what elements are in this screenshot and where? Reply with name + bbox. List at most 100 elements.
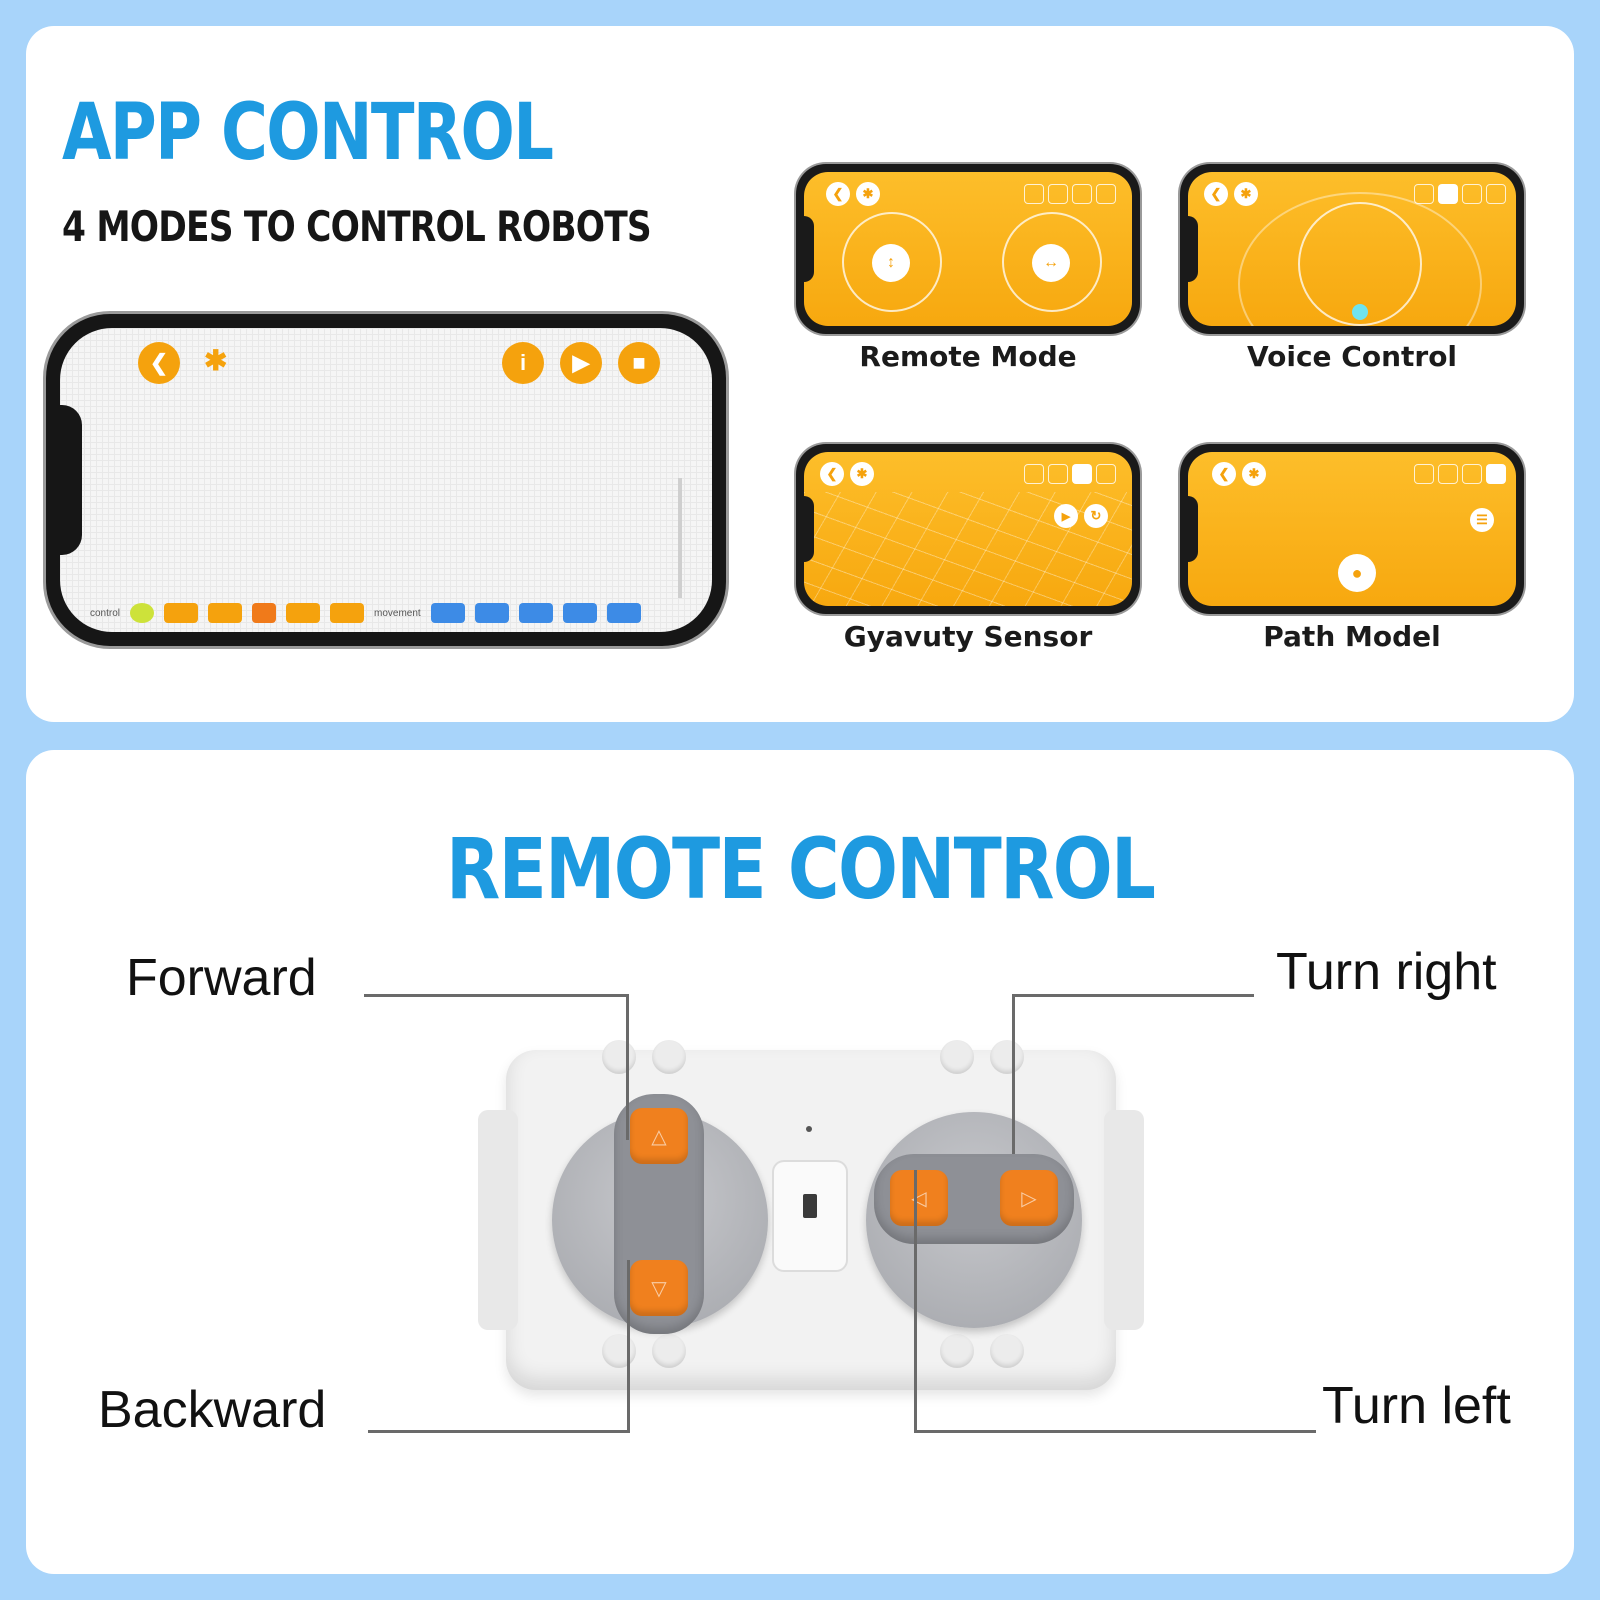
up-down-joystick-icon[interactable]: ↕: [872, 244, 910, 282]
left-side-wing: [478, 1110, 518, 1330]
flag-block[interactable]: [130, 603, 155, 623]
move-down-block[interactable]: [474, 603, 509, 623]
phone-notch: [804, 216, 814, 282]
phone-notch: [1188, 216, 1198, 282]
mode-icon[interactable]: [1438, 464, 1458, 484]
movement-category-label[interactable]: movement: [374, 607, 421, 619]
bluetooth-icon[interactable]: ✱: [1242, 462, 1266, 486]
sound-block[interactable]: [330, 603, 365, 623]
mode-icon[interactable]: [1024, 464, 1044, 484]
play-icon[interactable]: ▶: [560, 342, 602, 384]
indicator-pinhole: [806, 1126, 812, 1132]
stud: [990, 1040, 1024, 1074]
mode-icon-active[interactable]: [1072, 464, 1092, 484]
turn-right-leader-line: [1012, 994, 1254, 997]
turn-left-label: Turn left: [1322, 1377, 1511, 1435]
path-mode-phone: ❮ ✱ ▶ ↻: [796, 444, 1140, 614]
mode-icon[interactable]: [1486, 184, 1506, 204]
remote-mode-screen: ❮ ✱ ↕ ↔: [804, 172, 1132, 326]
backward-label: Backward: [98, 1381, 327, 1439]
phone-notch: [1188, 496, 1198, 562]
info-icon[interactable]: i: [502, 342, 544, 384]
loop-block[interactable]: [164, 603, 199, 623]
back-icon[interactable]: ❮: [138, 342, 180, 384]
remote-mode-phone: ❮ ✱ ↕ ↔: [796, 164, 1140, 334]
backward-button[interactable]: ▽: [630, 1260, 688, 1316]
phone-notch: [60, 405, 82, 555]
repeat-block[interactable]: [208, 603, 243, 623]
path-map-lines: [804, 492, 1132, 606]
mode-icon[interactable]: [1414, 184, 1434, 204]
bluetooth-icon[interactable]: ✱: [856, 182, 880, 206]
forward-leader-line: [364, 994, 628, 997]
move-up-block[interactable]: [430, 603, 465, 623]
play-icon[interactable]: ▶: [1054, 504, 1078, 528]
back-icon[interactable]: ❮: [820, 462, 844, 486]
mode-icon[interactable]: [1096, 184, 1116, 204]
voice-mode-phone: ❮ ✱ ☰ ●: [1180, 444, 1524, 614]
mode-icon[interactable]: [1414, 464, 1434, 484]
mode-icon-active[interactable]: [1438, 184, 1458, 204]
path-model-caption: Path Model: [1263, 620, 1441, 653]
mode-icon[interactable]: [1462, 184, 1482, 204]
forward-label: Forward: [126, 949, 317, 1007]
bluetooth-icon[interactable]: ✱: [1234, 182, 1258, 206]
forward-leader-line-vertical: [626, 994, 629, 1140]
backward-leader-line-vertical: [627, 1260, 630, 1432]
stud: [602, 1040, 636, 1074]
turn-right-button[interactable]: ▷: [1000, 1170, 1058, 1226]
save-icon[interactable]: ■: [618, 342, 660, 384]
move-right-block[interactable]: [562, 603, 597, 623]
mode-icon[interactable]: [1024, 184, 1044, 204]
mode-icon[interactable]: [1048, 184, 1068, 204]
mode-icon[interactable]: [1072, 184, 1092, 204]
microphone-icon[interactable]: ●: [1338, 554, 1376, 592]
left-right-joystick-icon[interactable]: ↔: [1032, 244, 1070, 282]
right-joystick-ring: [1002, 212, 1102, 312]
control-category-label[interactable]: control: [90, 607, 121, 619]
coding-app-screen: ❮ ✱ i ▶ ■ control movement: [60, 328, 712, 632]
remote-controller: △ ▽ ◁ ▷: [478, 1040, 1144, 1390]
speed-block[interactable]: [606, 603, 641, 623]
bluetooth-icon[interactable]: ✱: [850, 462, 874, 486]
power-switch[interactable]: [803, 1194, 817, 1218]
gravity-sensor-caption: Gyavuty Sensor: [843, 620, 1093, 653]
stud: [652, 1334, 686, 1368]
back-icon[interactable]: ❮: [1204, 182, 1228, 206]
refresh-icon[interactable]: ↻: [1084, 504, 1108, 528]
gyro-mode-screen: ❮ ✱: [1188, 172, 1516, 326]
turn-left-button[interactable]: ◁: [890, 1170, 948, 1226]
stud: [990, 1334, 1024, 1368]
block-palette-bar: control movement: [90, 600, 682, 626]
left-joystick-ring: [842, 212, 942, 312]
turn-right-leader-line-vertical: [1012, 994, 1015, 1154]
back-icon[interactable]: ❮: [1212, 462, 1236, 486]
remote-control-panel: REMOTE CONTROL Forward Backward Turn rig…: [26, 750, 1574, 1574]
bluetooth-icon[interactable]: ✱: [204, 345, 228, 376]
power-switch-slot: [774, 1162, 846, 1270]
menu-icon[interactable]: ☰: [1470, 508, 1494, 532]
stud: [940, 1040, 974, 1074]
voice-control-caption: Voice Control: [1246, 340, 1458, 373]
path-mode-screen: ❮ ✱ ▶ ↻: [804, 452, 1132, 606]
stop-block[interactable]: [252, 603, 277, 623]
back-icon[interactable]: ❮: [826, 182, 850, 206]
stud: [602, 1334, 636, 1368]
wait-block[interactable]: [286, 603, 321, 623]
right-side-wing: [1104, 1110, 1144, 1330]
gyro-indicator-dot: [1352, 304, 1368, 320]
mode-icon[interactable]: [1096, 464, 1116, 484]
move-left-block[interactable]: [518, 603, 553, 623]
stud: [940, 1334, 974, 1368]
app-control-title: APP CONTROL: [62, 88, 554, 178]
mode-icon-active[interactable]: [1486, 464, 1506, 484]
forward-button[interactable]: △: [630, 1108, 688, 1164]
turn-left-leader-line-vertical: [914, 1170, 917, 1432]
mode-icon[interactable]: [1462, 464, 1482, 484]
remote-mode-caption: Remote Mode: [859, 340, 1077, 373]
canvas-scrollbar[interactable]: [678, 478, 682, 598]
mode-icon[interactable]: [1048, 464, 1068, 484]
app-control-subtitle: 4 MODES TO CONTROL ROBOTS: [62, 202, 652, 251]
gyro-mode-phone: ❮ ✱: [1180, 164, 1524, 334]
app-control-panel: APP CONTROL 4 MODES TO CONTROL ROBOTS ❮ …: [26, 26, 1574, 722]
